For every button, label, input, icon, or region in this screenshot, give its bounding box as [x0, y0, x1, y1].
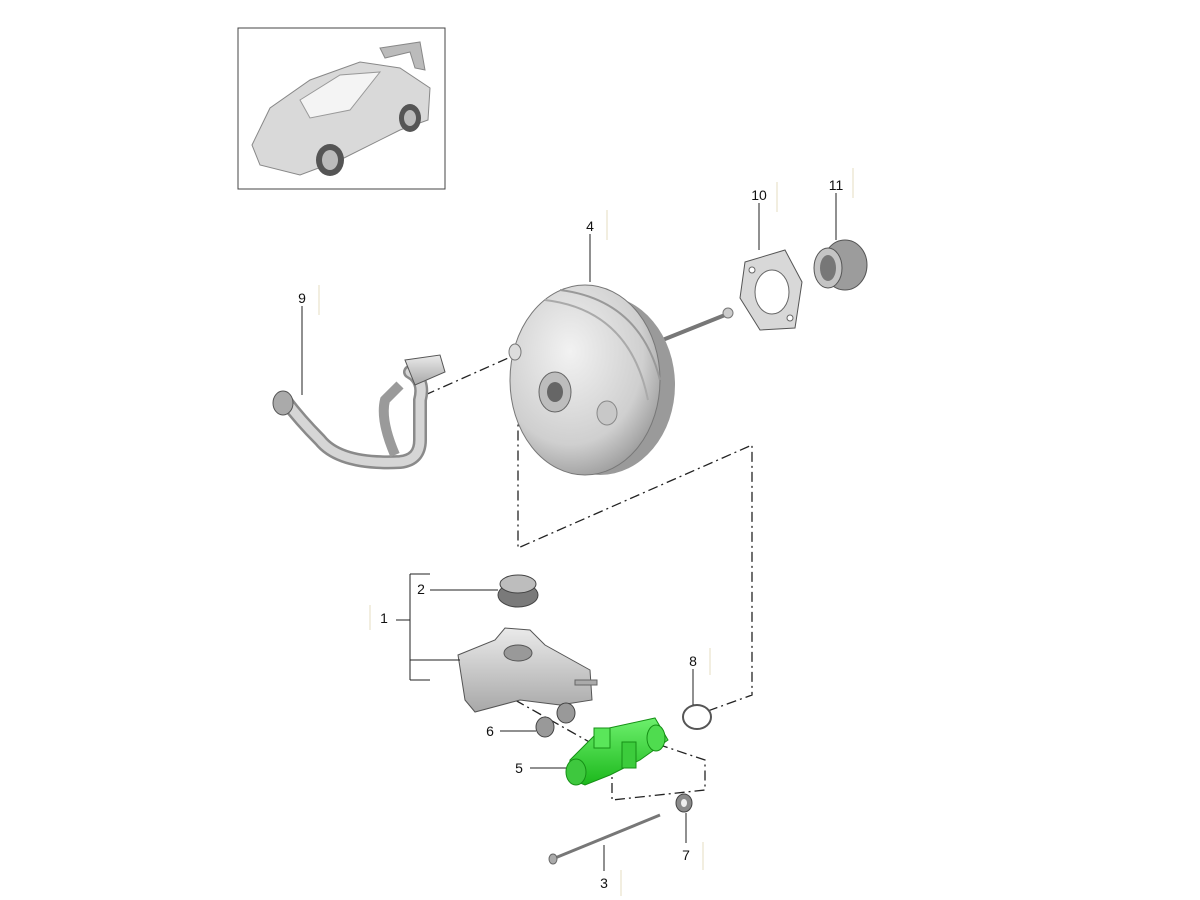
part-2-reservoir-cap[interactable] [497, 574, 539, 608]
callout-3[interactable]: 3 [600, 875, 608, 891]
part-11-grommet[interactable] [813, 239, 868, 291]
leader-lines [301, 193, 837, 871]
part-4-brake-booster[interactable] [508, 284, 734, 476]
part-1-fluid-reservoir[interactable] [457, 627, 598, 713]
part-6-seal-grommets[interactable] [535, 702, 576, 738]
part-5-master-brake-cylinder[interactable] [565, 717, 669, 786]
callout-11[interactable]: 11 [829, 177, 844, 193]
car-image [251, 41, 431, 176]
part-8-o-ring[interactable] [682, 704, 712, 730]
callout-2[interactable]: 2 [417, 581, 425, 597]
vehicle-thumbnail[interactable] [237, 27, 446, 190]
callout-8[interactable]: 8 [689, 653, 697, 669]
part-9-vacuum-hose[interactable] [272, 354, 446, 470]
callout-7[interactable]: 7 [682, 847, 690, 863]
callout-6[interactable]: 6 [486, 723, 494, 739]
callout-10[interactable]: 10 [751, 187, 767, 203]
callout-5[interactable]: 5 [515, 760, 523, 776]
callout-ticks [318, 168, 854, 896]
callout-1[interactable]: 1 [380, 610, 388, 626]
callout-9[interactable]: 9 [298, 290, 306, 306]
part-7-nut[interactable] [675, 793, 693, 813]
part-10-gasket[interactable] [739, 249, 803, 331]
callout-4[interactable]: 4 [586, 218, 594, 234]
part-3-bolt[interactable] [548, 813, 661, 865]
